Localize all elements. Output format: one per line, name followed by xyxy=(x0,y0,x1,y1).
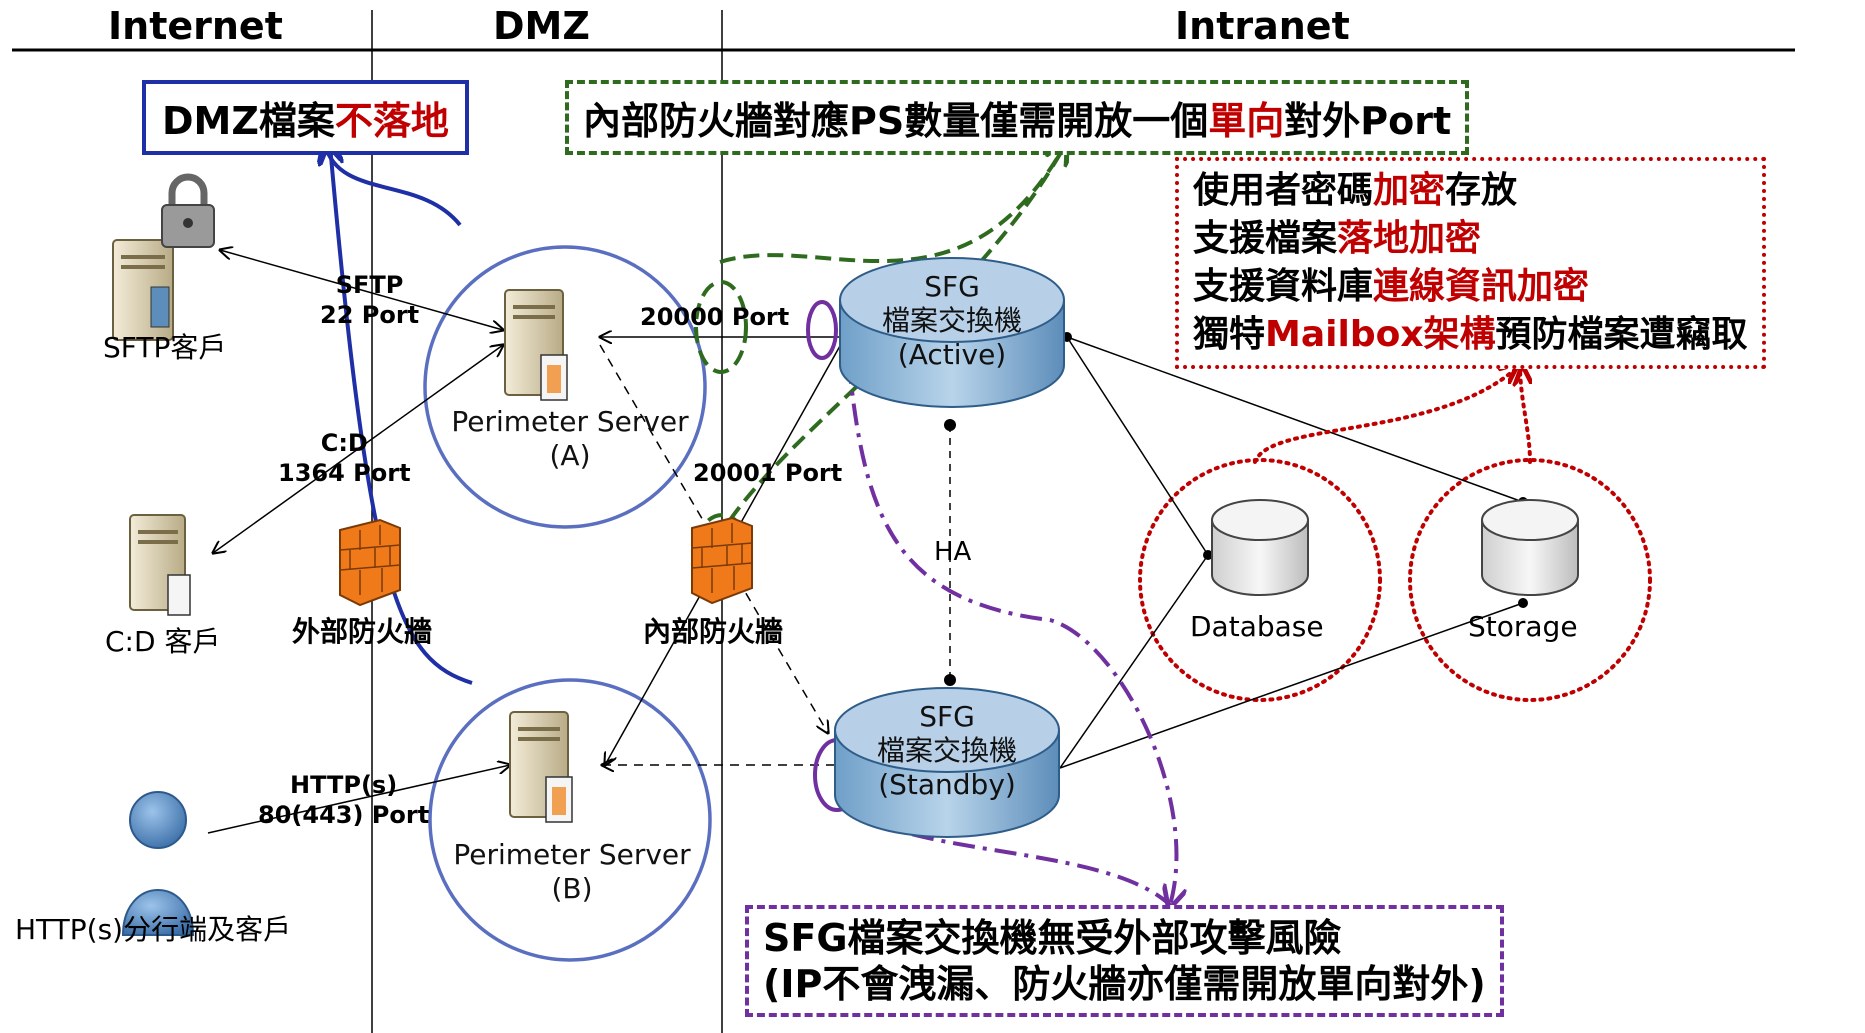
green-arrow-20001 xyxy=(728,145,1065,522)
purple-mark-active xyxy=(806,300,838,360)
callout-sfg-safe: SFG檔案交換機無受外部攻擊風險 (IP不會洩漏、防火牆亦僅需開放單向對外) xyxy=(745,905,1504,1017)
database-label: Database xyxy=(1190,610,1324,643)
perimeter-b-circle xyxy=(428,678,712,962)
green-mark-20000 xyxy=(694,280,748,374)
standby-to-database xyxy=(1059,554,1209,769)
security-line: 獨特Mailbox架構預防檔案遭竊取 xyxy=(1193,314,1748,355)
http-client-label: HTTP(s)分行端及客戶 xyxy=(15,913,292,946)
zone-internet: Internet xyxy=(108,4,283,48)
port-20001-label: 20001 Port xyxy=(693,459,843,487)
internal-firewall-label: 內部防火牆 xyxy=(643,615,784,648)
sfg-active-cylinder xyxy=(839,257,1065,408)
dmz-arrow-from-a xyxy=(325,145,462,227)
database-highlight-circle xyxy=(1138,458,1382,702)
http-port-label: HTTP(s)80(443) Port xyxy=(258,771,430,829)
standby-to-storage xyxy=(1059,602,1524,769)
cd-client-server-icon xyxy=(129,514,191,616)
ha-label: HA xyxy=(934,537,972,567)
active-to-database xyxy=(1066,336,1209,556)
red-arrow-database xyxy=(1253,365,1520,464)
external-firewall-label: 外部防火牆 xyxy=(292,615,433,648)
perimeter-a-label: Perimeter Server(A) xyxy=(451,405,689,472)
security-line: 支援資料庫連線資訊加密 xyxy=(1193,266,1590,307)
red-arrow-storage xyxy=(1520,365,1530,464)
storage-highlight-circle xyxy=(1408,458,1652,702)
external-firewall-icon xyxy=(339,518,401,607)
sftp-connection xyxy=(220,250,503,330)
security-line: 支援檔案落地加密 xyxy=(1193,218,1482,259)
storage-cylinder xyxy=(1481,499,1579,596)
sfg-standby-cylinder xyxy=(834,687,1060,838)
person-icon xyxy=(121,791,195,936)
callout-security: 使用者密碼加密存放 支援檔案落地加密 支援資料庫連線資訊加密 獨特Mailbox… xyxy=(1175,157,1766,369)
cd-client-label: C:D 客戶 xyxy=(105,625,221,658)
lock-icon xyxy=(161,173,215,248)
http-connection xyxy=(207,765,510,834)
purple-arrow xyxy=(843,319,1176,905)
internal-firewall-icon xyxy=(691,516,753,605)
perimeter-a-server-icon xyxy=(504,289,568,401)
port-20000-label: 20000 Port xyxy=(640,303,790,331)
zone-dmz: DMZ xyxy=(493,4,590,48)
callout-dmz-no-land: DMZ檔案不落地 xyxy=(142,80,469,155)
callout-firewall-port: 內部防火牆對應PS數量僅需開放一個單向對外Port xyxy=(565,80,1470,155)
sftp-client-server-icon xyxy=(112,239,174,341)
cd-connection xyxy=(213,345,503,553)
zone-intranet: Intranet xyxy=(1175,4,1350,48)
perimeter-b-label: Perimeter Server(B) xyxy=(453,838,691,905)
database-cylinder xyxy=(1211,499,1309,596)
green-arrow-20000 xyxy=(719,145,1065,264)
active-to-storage xyxy=(1066,336,1524,503)
security-line: 使用者密碼加密存放 xyxy=(1193,170,1518,211)
storage-label: Storage xyxy=(1468,610,1578,643)
sftp-client-label: SFTP客戶 xyxy=(103,331,227,364)
perimeter-b-server-icon xyxy=(509,711,573,823)
